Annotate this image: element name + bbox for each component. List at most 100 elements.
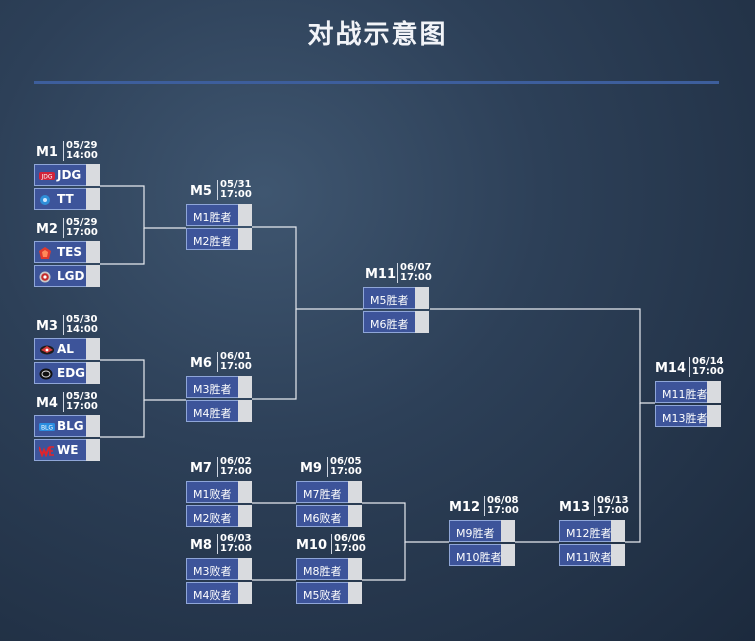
score-box [238, 376, 252, 398]
match-date-day: 05/30 [66, 391, 98, 402]
slot-label: M4胜者 [193, 407, 232, 420]
slot-m1-loser[interactable]: M1败者 [186, 481, 252, 503]
match-label: M5 [190, 184, 212, 199]
slot-label: M1败者 [193, 488, 232, 501]
score-box [348, 558, 362, 580]
team-name: EDG [57, 366, 86, 380]
score-box [611, 544, 625, 566]
match-label: M10 [296, 538, 328, 553]
match-time: 17:00 [400, 272, 432, 283]
team-slot-al[interactable]: AL [34, 338, 100, 360]
score-box [238, 481, 252, 503]
match-time: 17:00 [487, 505, 519, 516]
score-box [86, 164, 100, 186]
team-name: BLG [57, 419, 84, 433]
slot-m1-winner[interactable]: M1胜者 [186, 204, 252, 226]
match-time: 17:00 [334, 543, 366, 554]
slot-label: M8胜者 [303, 565, 342, 578]
score-box [86, 188, 100, 210]
match-date-day: 06/06 [334, 533, 366, 544]
connector-m2-m5 [100, 228, 145, 265]
match-date: 06/01 17:00 [217, 352, 252, 372]
title-divider [34, 81, 719, 84]
match-date: 05/29 14:00 [63, 141, 98, 161]
slot-m7-winner[interactable]: M7胜者 [296, 481, 362, 503]
score-box [348, 582, 362, 604]
slot-m11-winner[interactable]: M11胜者 [655, 381, 721, 403]
team-name: TES [57, 245, 83, 259]
score-box [238, 558, 252, 580]
slot-m3-loser[interactable]: M3败者 [186, 558, 252, 580]
slot-label: M9胜者 [456, 527, 495, 540]
jdg-logo-icon: JDG [39, 172, 55, 181]
slot-m13-winner[interactable]: M13胜者 [655, 405, 721, 427]
svg-text:BLG: BLG [41, 425, 53, 432]
team-name: JDG [57, 168, 82, 182]
score-box [238, 505, 252, 527]
match-date-day: 05/30 [66, 314, 98, 325]
slot-label: M4败者 [193, 589, 232, 602]
match-date: 06/05 17:00 [327, 457, 362, 477]
score-box [86, 265, 100, 287]
match-date: 05/30 17:00 [63, 392, 98, 412]
team-slot-tt[interactable]: TT [34, 188, 100, 210]
connector-m5-m11 [252, 226, 363, 310]
match-label: M9 [300, 461, 322, 476]
score-box [415, 287, 429, 309]
team-slot-tes[interactable]: TES [34, 241, 100, 263]
slot-m5-winner[interactable]: M5胜者 [363, 287, 429, 309]
slot-m5-loser[interactable]: M5败者 [296, 582, 362, 604]
match-date-day: 05/31 [220, 179, 252, 190]
al-logo-icon [40, 345, 54, 355]
edg-logo-icon [39, 368, 53, 380]
connector-m6-m11 [252, 309, 297, 400]
slot-label: M3胜者 [193, 383, 232, 396]
match-time: 17:00 [220, 466, 252, 477]
slot-m2-winner[interactable]: M2胜者 [186, 228, 252, 250]
team-slot-blg[interactable]: BLG BLG [34, 415, 100, 437]
slot-m8-winner[interactable]: M8胜者 [296, 558, 362, 580]
team-slot-edg[interactable]: EDG [34, 362, 100, 384]
match-label: M7 [190, 461, 212, 476]
match-time: 17:00 [66, 401, 98, 412]
slot-m3-winner[interactable]: M3胜者 [186, 376, 252, 398]
slot-m4-winner[interactable]: M4胜者 [186, 400, 252, 422]
slot-m6-loser[interactable]: M6败者 [296, 505, 362, 527]
connector-m3-m6 [100, 359, 186, 401]
connector-m11-m14 [430, 308, 655, 404]
score-box [86, 241, 100, 263]
team-slot-we[interactable]: WE [34, 439, 100, 461]
match-label: M13 [559, 500, 591, 515]
match-date-day: 05/29 [66, 217, 98, 228]
connector-m9-m12 [362, 502, 449, 543]
match-date-day: 06/13 [597, 495, 629, 506]
score-box [86, 415, 100, 437]
connector-m10-m12 [362, 542, 406, 581]
match-date: 06/08 17:00 [484, 496, 519, 516]
we-logo-icon [39, 446, 54, 457]
slot-label: M10胜者 [456, 551, 502, 564]
match-date: 06/07 17:00 [397, 263, 432, 283]
match-time: 17:00 [66, 227, 98, 238]
slot-label: M11败者 [566, 551, 612, 564]
match-label: M3 [36, 319, 58, 334]
blg-logo-icon: BLG [39, 423, 55, 432]
slot-m10-winner[interactable]: M10胜者 [449, 544, 515, 566]
match-label: M4 [36, 396, 58, 411]
connector-m1-m5 [100, 185, 186, 229]
slot-m2-loser[interactable]: M2败者 [186, 505, 252, 527]
team-slot-jdg[interactable]: JDG JDG [34, 164, 100, 186]
slot-m11-loser[interactable]: M11败者 [559, 544, 625, 566]
match-date: 06/14 17:00 [689, 357, 724, 377]
match-label: M1 [36, 145, 58, 160]
match-label: M12 [449, 500, 481, 515]
tes-logo-icon [39, 247, 51, 259]
match-time: 17:00 [220, 189, 252, 200]
slot-m9-winner[interactable]: M9胜者 [449, 520, 515, 542]
slot-m12-winner[interactable]: M12胜者 [559, 520, 625, 542]
slot-m6-winner[interactable]: M6胜者 [363, 311, 429, 333]
slot-m4-loser[interactable]: M4败者 [186, 582, 252, 604]
team-slot-lgd[interactable]: LGD [34, 265, 100, 287]
match-time: 17:00 [220, 361, 252, 372]
